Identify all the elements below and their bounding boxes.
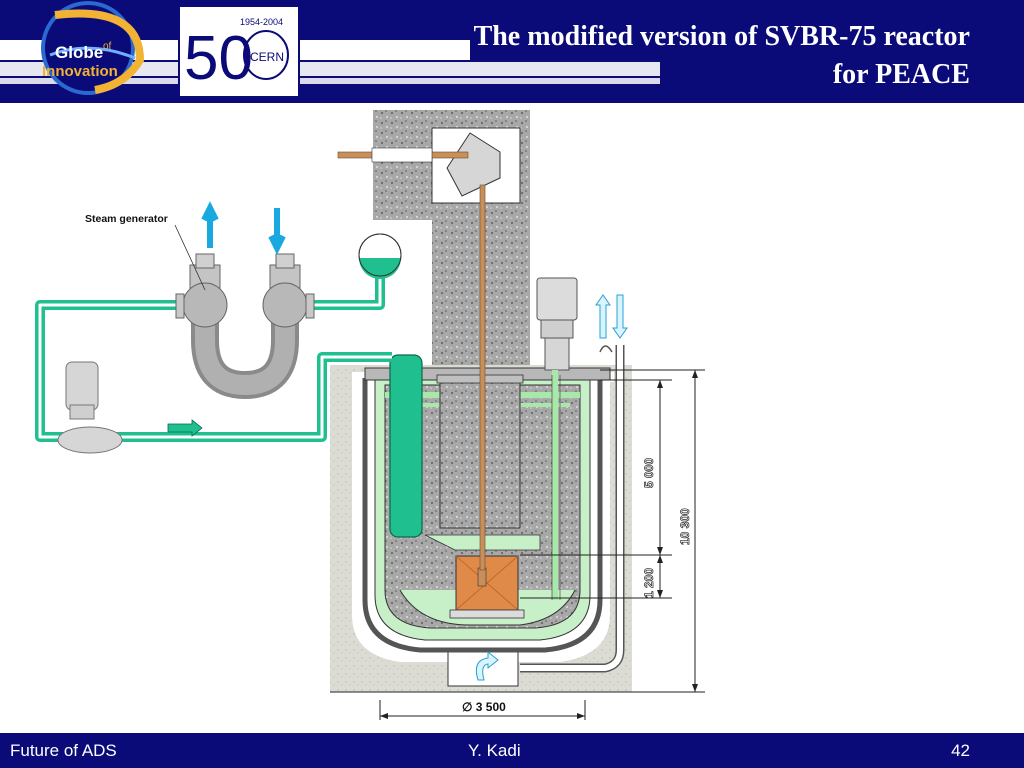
secondary-loop [35,233,402,442]
reactor-diagram: Steam generator 5 000 1 200 10 300 ∅ 3 5… [35,110,705,720]
cern-years: 1954-2004 [240,17,283,27]
dim-total-height: 10 300 [678,508,692,545]
cern-50-logo: 1954-2004 50 CERN [178,5,300,98]
reactor-core [449,555,525,619]
globe-of-innovation-logo: Globe of Innovation [41,1,145,95]
dim-upper-height: 5 000 [642,458,656,488]
slide-title: The modified version of SVBR-75 reactor … [410,18,970,94]
steam-generator-label: Steam generator [85,213,168,225]
logo-text: Globe [55,43,103,62]
feed-pump [57,361,123,454]
logo-text: of [103,41,112,52]
upper-shielding [337,110,530,370]
footer-author: Y. Kadi [468,741,521,760]
cern-text: CERN [250,50,284,64]
cern-number: 50 [184,24,253,93]
header-stripe [0,78,660,84]
logo-text: Innovation [42,63,118,80]
dim-diameter: ∅ 3 500 [462,700,506,714]
footer-title: Future of ADS [10,741,117,760]
main-pump [536,277,578,600]
control-rod [479,184,486,571]
steam-generator-module [389,354,423,538]
steam-generator [174,201,315,400]
slide-footer: Future of ADS Y. Kadi 42 [0,733,1024,768]
dimension-arrows [380,370,698,719]
header-stripe [0,62,660,76]
dim-core-height: 1 200 [642,568,656,598]
emergency-cooling-pipe [520,345,625,673]
title-line-1: The modified version of SVBR-75 reactor [473,21,970,52]
slide-number: 42 [951,741,970,760]
title-line-2: for PEACE [832,59,970,90]
air-flow-arrows [475,294,628,681]
slide-header: Globe of Innovation 1954-2004 50 CERN Th… [0,0,1024,103]
flow-direction-arrow [167,419,203,437]
